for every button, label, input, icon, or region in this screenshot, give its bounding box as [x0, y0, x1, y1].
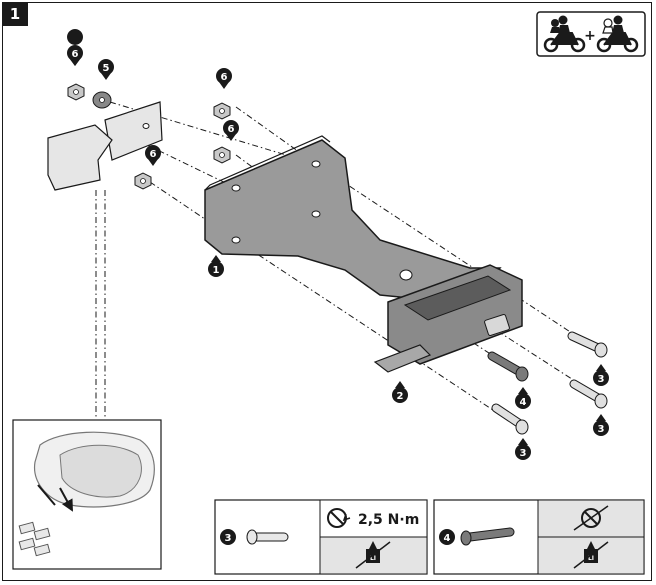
- callout-label: 1: [213, 265, 220, 276]
- left-bracket: [47, 101, 163, 191]
- callout-3-bottom: 3: [515, 438, 531, 460]
- nut-part-6-top: [213, 102, 231, 120]
- nut-part-6-lower: [134, 172, 152, 190]
- callout-6-top: 6: [216, 68, 232, 89]
- callout-label: 6: [228, 124, 235, 135]
- svg-text:+: +: [584, 28, 596, 44]
- mounting-plate: [204, 135, 502, 301]
- callout-1: 1: [208, 255, 224, 277]
- callout-4: 4: [515, 387, 531, 409]
- callout-label: 3: [598, 424, 605, 435]
- legend-part-number: 4: [444, 533, 451, 544]
- nut-part-6-left: [67, 83, 85, 101]
- bolt-part-4: [487, 351, 529, 382]
- bracket-block: [373, 264, 523, 373]
- no-threadlock-icon: LI: [355, 541, 391, 569]
- callout-label: 6: [150, 149, 157, 160]
- no-torque-icon: [573, 505, 609, 531]
- callout-label: 4: [520, 397, 527, 408]
- callout-label: 3: [520, 448, 527, 459]
- callout-6-middle: 6: [223, 120, 239, 141]
- callout-5: 5: [98, 59, 114, 80]
- callout-2: 2: [392, 381, 408, 403]
- torque-value: 2,5 N·m: [358, 512, 419, 528]
- washer-part-5: [92, 91, 112, 109]
- bolt-part-3-bottom: [491, 403, 529, 435]
- svg-text:LI: LI: [370, 555, 376, 562]
- bolt-part-3-right-upper: [567, 331, 608, 358]
- legend-box-part-4: 4 LI: [433, 499, 645, 575]
- svg-text:LI: LI: [588, 555, 594, 562]
- bolt-part-3-right-lower: [569, 379, 608, 409]
- legend-part-number: 3: [225, 533, 232, 544]
- callout-label: 3: [598, 374, 605, 385]
- nut-part-6-middle: [213, 146, 231, 164]
- callout-label: 2: [397, 391, 404, 402]
- callout-label: 6: [221, 72, 228, 83]
- legend-box-part-3: 3 2,5 N·m LI: [214, 499, 428, 575]
- callout-label: 6: [72, 49, 79, 60]
- step-number: 1: [2, 2, 28, 26]
- callout-6-lower: 6: [145, 145, 161, 166]
- callout-label: 5: [103, 63, 110, 74]
- no-threadlock-icon: LI: [573, 541, 609, 569]
- torque-wrench-icon: [327, 508, 351, 528]
- callout-3-right-lower: 3: [593, 414, 609, 436]
- rider-config-icon: +: [536, 11, 646, 57]
- callout-6-left: 6: [67, 29, 84, 66]
- callout-3-right-upper: 3: [593, 364, 609, 386]
- inset-detail: [12, 419, 162, 570]
